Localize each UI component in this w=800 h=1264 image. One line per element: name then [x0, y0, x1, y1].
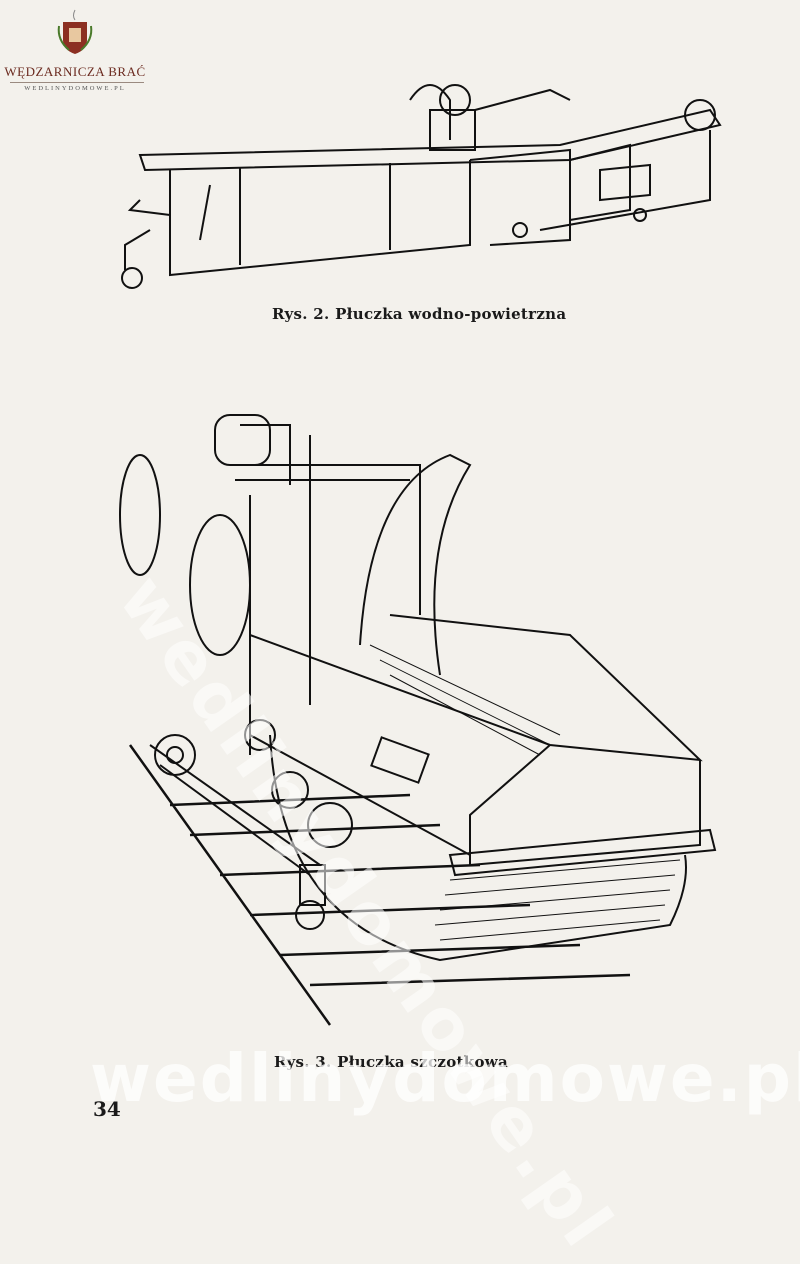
logo-divider [10, 82, 144, 83]
crest-icon [57, 9, 93, 54]
logo-brand: WĘDZARNICZA BRAĆ [4, 64, 146, 79]
figure-3-brush-washer [119, 414, 717, 1026]
figure-3-caption: Rys. 3. Płuczka szczotkowa [274, 1053, 509, 1071]
logo-site: WEDLINYDOMOWE.PL [24, 85, 126, 92]
figure-2-caption: Rys. 2. Płuczka wodno-powietrzna [272, 305, 567, 323]
site-logo: WĘDZARNICZA BRAĆ WEDLINYDOMOWE.PL [0, 8, 150, 92]
bottom-watermark: wedlinydomowe.pl [90, 1040, 800, 1117]
page-number: 34 [93, 1097, 121, 1121]
figure-2-air-water-washer [121, 84, 722, 289]
